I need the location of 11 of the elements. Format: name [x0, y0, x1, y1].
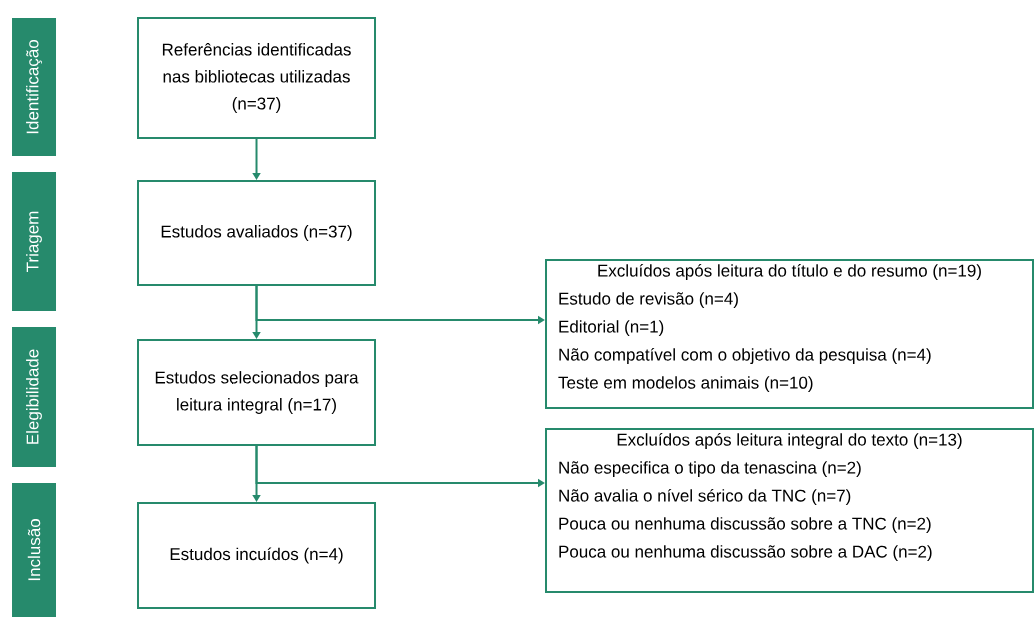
process-box: Estudos incuídos (n=4) — [137, 502, 376, 609]
process-box: Estudos selecionados para leitura integral (n=17) — [137, 339, 376, 446]
stage-band: Triagem — [12, 172, 56, 311]
stage-band: Elegibilidade — [12, 327, 56, 467]
stage-band: Inclusão — [12, 483, 56, 617]
exclusion-box: Excluídos após leitura do título e do resumo (n=19) Estudo de revisão (n=4) Editorial (n=1) Não compatível com o objetivo da pesquisa (n=4) Teste em modelos animais (n=10) — [545, 259, 1034, 409]
process-box: Estudos avaliados (n=37) — [137, 180, 376, 286]
arrow — [252, 138, 261, 180]
process-box: Referências identificadas nas bibliotecas utilizadas (n=37) — [137, 17, 376, 139]
exclusion-box: Excluídos após leitura integral do texto (n=13) Não especifica o tipo da tenascina (n=2) Não avalia o nível sérico da TNC (n=7) Pouca ou nenhuma discussão sobre a TNC (n=2) Pouca ou nenhuma discussão sobre a DAC (n=2) — [545, 428, 1034, 593]
stage-band: Identificação — [12, 18, 56, 156]
